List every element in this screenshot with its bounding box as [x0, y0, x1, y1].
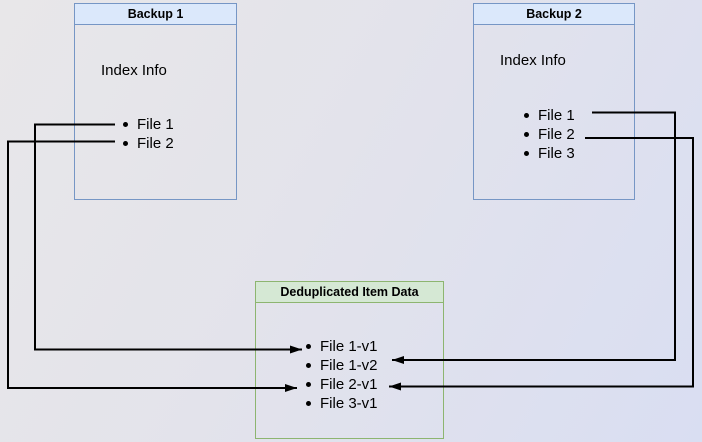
dedup-item-list: File 1-v1 File 1-v2 File 2-v1 File 3-v1 — [306, 337, 378, 413]
backup1-file-list: File 1 File 2 — [123, 115, 174, 153]
bullet-icon — [123, 122, 128, 127]
bullet-icon — [306, 344, 311, 349]
backup2-file-2-label: File 2 — [538, 126, 575, 143]
list-item: File 2 — [123, 134, 174, 153]
list-item: File 1-v2 — [306, 356, 378, 375]
backup1-index-info-label: Index Info — [101, 62, 167, 79]
backup1-header: Backup 1 — [75, 4, 236, 25]
backup2-file-list: File 1 File 2 File 3 — [524, 106, 575, 163]
list-item: File 1-v1 — [306, 337, 378, 356]
list-item: File 2-v1 — [306, 375, 378, 394]
bullet-icon — [306, 382, 311, 387]
bullet-icon — [524, 132, 529, 137]
dedup-title: Deduplicated Item Data — [280, 285, 419, 299]
dedup-header: Deduplicated Item Data — [256, 282, 443, 303]
backup2-file-3-label: File 3 — [538, 145, 575, 162]
dedup-item-file3v1-label: File 3-v1 — [320, 395, 378, 412]
node-backup1: Backup 1 — [74, 3, 237, 200]
bullet-icon — [123, 141, 128, 146]
dedup-item-file1v1-label: File 1-v1 — [320, 338, 378, 355]
node-backup2: Backup 2 — [473, 3, 635, 200]
backup2-header: Backup 2 — [474, 4, 634, 25]
backup2-file-1-label: File 1 — [538, 107, 575, 124]
list-item: File 2 — [524, 125, 575, 144]
list-item: File 1 — [123, 115, 174, 134]
list-item: File 3-v1 — [306, 394, 378, 413]
backup2-title: Backup 2 — [526, 7, 582, 21]
dedup-item-file2v1-label: File 2-v1 — [320, 376, 378, 393]
backup1-file-2-label: File 2 — [137, 135, 174, 152]
bullet-icon — [524, 151, 529, 156]
backup1-file-1-label: File 1 — [137, 116, 174, 133]
list-item: File 3 — [524, 144, 575, 163]
bullet-icon — [306, 363, 311, 368]
list-item: File 1 — [524, 106, 575, 125]
backup2-index-info-label: Index Info — [500, 52, 566, 69]
bullet-icon — [306, 401, 311, 406]
dedup-item-file1v2-label: File 1-v2 — [320, 357, 378, 374]
bullet-icon — [524, 113, 529, 118]
backup1-title: Backup 1 — [127, 7, 184, 21]
